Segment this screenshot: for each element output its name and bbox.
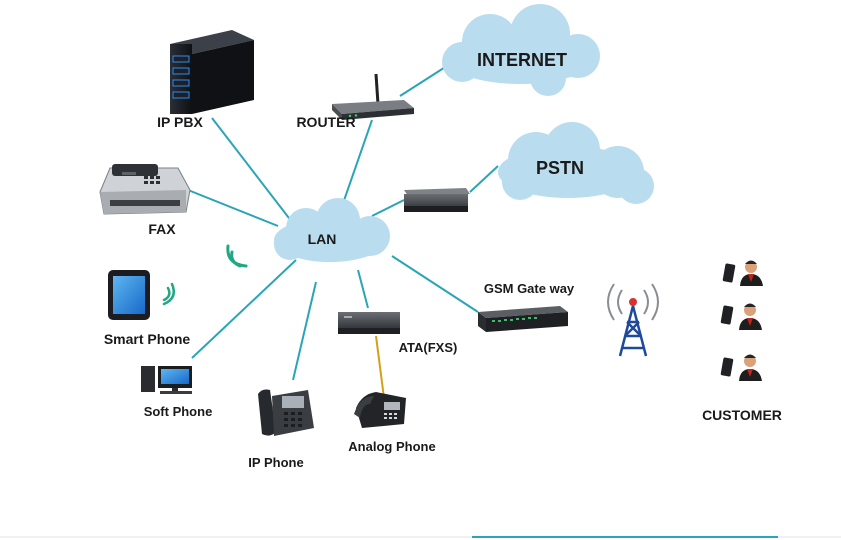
cell-tower-icon	[607, 283, 659, 357]
ip-phone-label: IP Phone	[248, 455, 303, 470]
link-ata-analog	[375, 335, 385, 399]
gsm-gateway-label: GSM Gate way	[484, 281, 575, 296]
ip-phone-icon	[258, 389, 314, 436]
pstn-cloud: PSTN	[498, 122, 654, 204]
internet-cloud: INTERNET	[442, 4, 600, 96]
ata-device-icon	[338, 312, 400, 334]
gsm-gateway-icon	[478, 306, 568, 332]
desktop-icon	[141, 366, 192, 394]
link-fax-lan	[187, 189, 279, 227]
customer-2	[720, 303, 762, 330]
router-icon	[332, 73, 414, 120]
connections	[187, 63, 499, 399]
link-lan-gsm	[391, 255, 479, 313]
link-lan-ata	[357, 269, 369, 309]
internet-label: INTERNET	[477, 50, 567, 70]
link-pbx-lan	[211, 117, 293, 223]
link-gateway-pstn	[469, 165, 499, 193]
wifi-icon	[226, 244, 248, 268]
customer-label: CUSTOMER	[702, 407, 782, 423]
link-router-internet	[399, 63, 451, 97]
link-router-lan	[339, 119, 373, 213]
soft-phone-label: Soft Phone	[144, 404, 213, 419]
gateway-icon	[404, 188, 470, 212]
customer-icon	[720, 260, 763, 381]
customer-1	[722, 260, 763, 286]
fax-icon	[99, 164, 191, 215]
server-icon	[170, 30, 254, 114]
lan-label: LAN	[308, 231, 337, 247]
link-gateway-lan	[371, 199, 405, 217]
smart-phone-label: Smart Phone	[104, 331, 191, 347]
link-lan-softphone	[191, 259, 297, 359]
fax-label: FAX	[148, 221, 176, 237]
link-lan-ipphone	[292, 281, 317, 381]
ip-pbx-label: IP PBX	[157, 114, 203, 130]
analog-phone-label: Analog Phone	[348, 439, 435, 454]
lan-cloud: LAN	[274, 198, 390, 262]
analog-phone-icon	[354, 392, 406, 428]
pstn-label: PSTN	[536, 158, 584, 178]
router-label: ROUTER	[296, 114, 355, 130]
tablet-icon	[108, 270, 150, 320]
customer-3	[720, 354, 762, 381]
smartphone-wifi-icon	[162, 282, 175, 306]
ata-label: ATA(FXS)	[399, 340, 458, 355]
